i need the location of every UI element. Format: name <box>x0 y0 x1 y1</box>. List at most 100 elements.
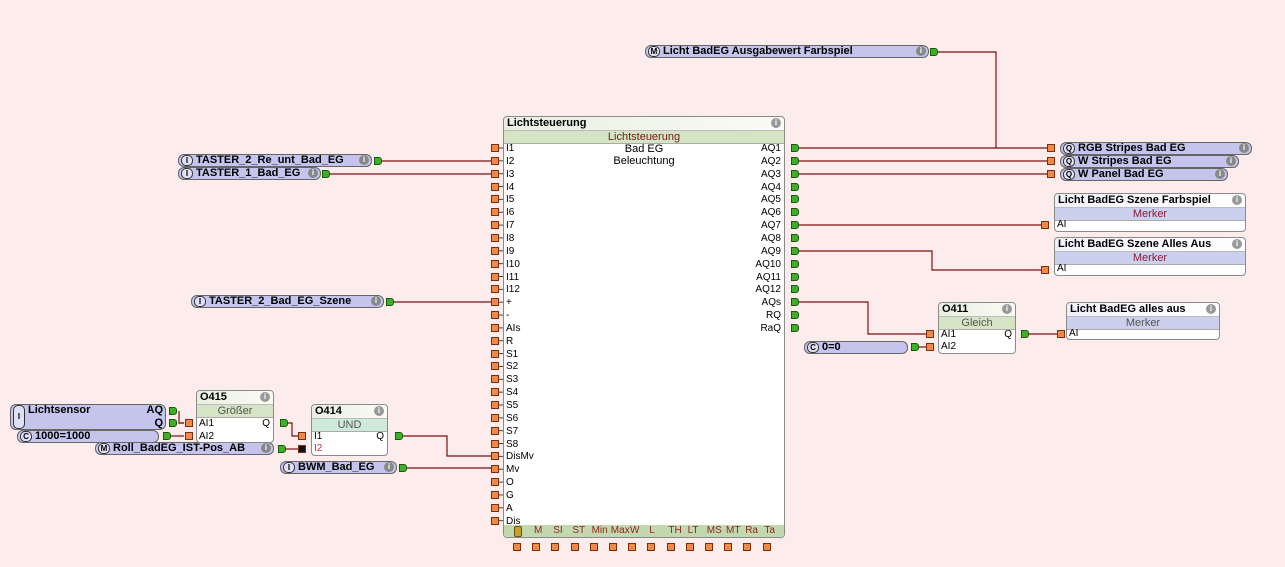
parameter-pin[interactable] <box>685 543 694 551</box>
input-pin[interactable] <box>491 490 499 499</box>
output-pin[interactable] <box>399 464 407 472</box>
input-pin[interactable] <box>491 362 499 371</box>
output-pin[interactable] <box>374 157 382 165</box>
parameter-pin[interactable] <box>589 543 598 551</box>
input-pin[interactable] <box>491 285 499 294</box>
object-lichtsensor[interactable]: ILichtsensor AQ Q <box>10 404 166 430</box>
output-pin[interactable] <box>169 407 177 415</box>
output-pin[interactable] <box>169 419 177 427</box>
info-icon[interactable]: i <box>1215 169 1225 179</box>
output-pin[interactable] <box>791 298 799 307</box>
output-pin[interactable] <box>791 285 799 294</box>
parameter-pin[interactable] <box>705 543 713 551</box>
info-icon[interactable]: i <box>1206 304 1216 314</box>
input-pin[interactable] <box>1041 266 1049 274</box>
info-icon[interactable]: i <box>260 392 270 402</box>
info-icon[interactable]: i <box>1002 304 1012 314</box>
parameter-pin[interactable] <box>762 543 771 551</box>
input-pin[interactable] <box>491 401 499 409</box>
parameter-pin[interactable] <box>666 543 675 551</box>
input-pin[interactable] <box>491 272 499 281</box>
parameter-pin[interactable] <box>743 543 752 551</box>
info-icon[interactable]: i <box>1239 143 1249 153</box>
parameter-icon[interactable] <box>514 526 522 537</box>
lichtsteuerung-block[interactable]: Lichtsteuerung i Lichtsteuerung Bad EG B… <box>503 116 785 538</box>
output-pin[interactable] <box>791 221 799 230</box>
input-pin[interactable] <box>491 221 499 230</box>
parameter-pin[interactable] <box>551 543 560 551</box>
input-pin[interactable] <box>491 323 499 332</box>
input-pin[interactable] <box>491 439 499 448</box>
input-pin[interactable] <box>926 330 934 338</box>
output-pin[interactable] <box>791 311 799 320</box>
input-pin[interactable] <box>491 298 499 307</box>
input-pin[interactable] <box>491 503 499 512</box>
output-pin[interactable] <box>791 169 799 178</box>
input-pin[interactable] <box>491 426 499 435</box>
input-pin[interactable] <box>491 478 499 487</box>
output-pin[interactable] <box>163 432 171 440</box>
info-icon[interactable]: i <box>1232 195 1242 205</box>
info-icon[interactable]: i <box>359 155 369 165</box>
input-pin[interactable] <box>491 311 499 320</box>
input-pin[interactable] <box>298 432 306 440</box>
input-pin[interactable] <box>491 516 499 525</box>
parameter-pin[interactable] <box>609 543 617 551</box>
info-icon[interactable]: i <box>308 168 318 178</box>
output-pin[interactable] <box>791 208 799 217</box>
input-pin[interactable] <box>491 349 499 358</box>
input-pin[interactable] <box>491 144 499 152</box>
parameter-pin[interactable] <box>532 543 541 551</box>
parameter-pin[interactable] <box>647 543 656 551</box>
input-pin[interactable] <box>491 388 499 397</box>
input-pin[interactable] <box>491 182 499 191</box>
input-pin[interactable] <box>491 156 499 165</box>
output-pin[interactable] <box>791 246 799 255</box>
output-pin[interactable] <box>1021 330 1029 338</box>
input-pin[interactable] <box>1057 330 1065 338</box>
input-pin[interactable] <box>185 419 193 427</box>
input-pin[interactable] <box>491 452 499 461</box>
output-pin[interactable] <box>791 156 799 165</box>
output-pin[interactable] <box>791 195 799 204</box>
input-pin[interactable] <box>185 432 193 440</box>
input-pin[interactable] <box>491 413 499 422</box>
input-pin[interactable] <box>491 465 499 474</box>
input-pin[interactable] <box>926 343 934 351</box>
output-pin[interactable] <box>791 144 799 152</box>
input-pin[interactable] <box>1047 170 1055 178</box>
input-pin[interactable] <box>491 195 499 204</box>
output-pin[interactable] <box>791 323 799 332</box>
info-icon[interactable]: i <box>1232 239 1242 249</box>
input-pin[interactable] <box>1041 221 1049 229</box>
output-pin[interactable] <box>791 259 799 268</box>
input-pin[interactable] <box>1047 157 1055 165</box>
output-pin[interactable] <box>791 182 799 191</box>
input-pin[interactable] <box>491 208 499 217</box>
parameter-pin[interactable] <box>513 543 521 551</box>
input-pin[interactable] <box>491 169 499 178</box>
parameter-pin[interactable] <box>570 543 579 551</box>
output-pin[interactable] <box>791 233 799 242</box>
parameter-pin[interactable] <box>628 543 637 551</box>
input-pin[interactable] <box>491 233 499 242</box>
input-pin[interactable] <box>1047 144 1055 152</box>
parameter-pin[interactable] <box>724 543 733 551</box>
output-pin[interactable] <box>911 343 919 351</box>
output-pin[interactable] <box>280 419 288 427</box>
info-icon[interactable]: i <box>261 443 271 453</box>
output-pin[interactable] <box>386 298 394 306</box>
